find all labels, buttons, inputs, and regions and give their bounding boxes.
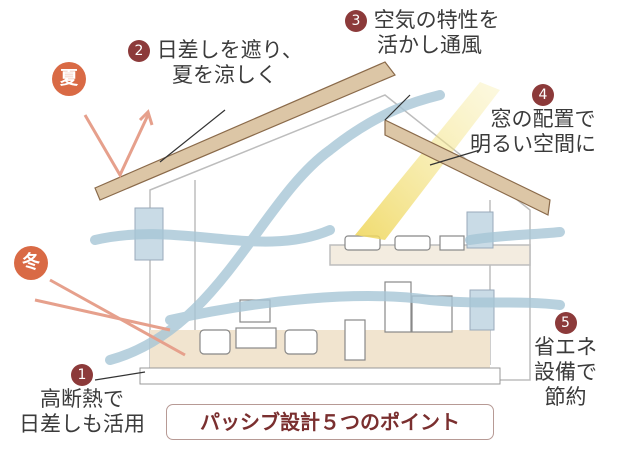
window-right-lower: [469, 289, 495, 331]
point-4-badge: 4: [532, 84, 554, 106]
point-2-line-1: 日差しを遮り、: [156, 38, 303, 62]
point-5-line-1: 省エネ: [534, 335, 597, 359]
diagram-title: パッシブ設計５つのポイント: [166, 404, 494, 440]
point-4-label: 4 窓の配置で 明るい空間に: [470, 82, 596, 157]
foundation: [139, 367, 501, 385]
point-3-line-2: 活かし通風: [377, 33, 482, 57]
point-1-label: 1 高断熱で 日差しも活用: [2, 362, 162, 437]
point-3-badge: 3: [345, 10, 367, 32]
point-2-line-2: 夏を涼しく: [172, 63, 277, 87]
point-1-line-2: 日差しも活用: [19, 412, 145, 436]
wind-flows: [90, 90, 565, 365]
sun-arrows: [34, 109, 186, 357]
point-2-badge: 2: [128, 40, 150, 62]
point-4-line-2: 明るい空間に: [470, 132, 596, 156]
roof: [94, 61, 396, 201]
roof-right: [384, 119, 551, 216]
winter-sun-icon: 冬: [14, 246, 48, 280]
point-5-line-3: 節約: [544, 385, 587, 409]
point-3-line-1: 空気の特性を: [373, 8, 500, 32]
point-5-badge: 5: [554, 312, 577, 334]
summer-sun-icon: 夏: [52, 62, 86, 96]
point-4-line-1: 窓の配置で: [490, 107, 596, 131]
point-5-label: 5 省エネ 設備で 節約: [534, 310, 597, 410]
leader-lines: [94, 94, 481, 381]
point-1-line-1: 高断熱で: [40, 387, 124, 411]
sunlight-beam: [355, 82, 500, 240]
point-2-label: 2 日差しを遮り、 夏を涼しく: [128, 38, 303, 88]
point-3-label: 3 空気の特性を 活かし通風: [345, 8, 500, 58]
point-1-badge: 1: [71, 364, 93, 386]
point-5-line-2: 設備で: [534, 360, 597, 384]
